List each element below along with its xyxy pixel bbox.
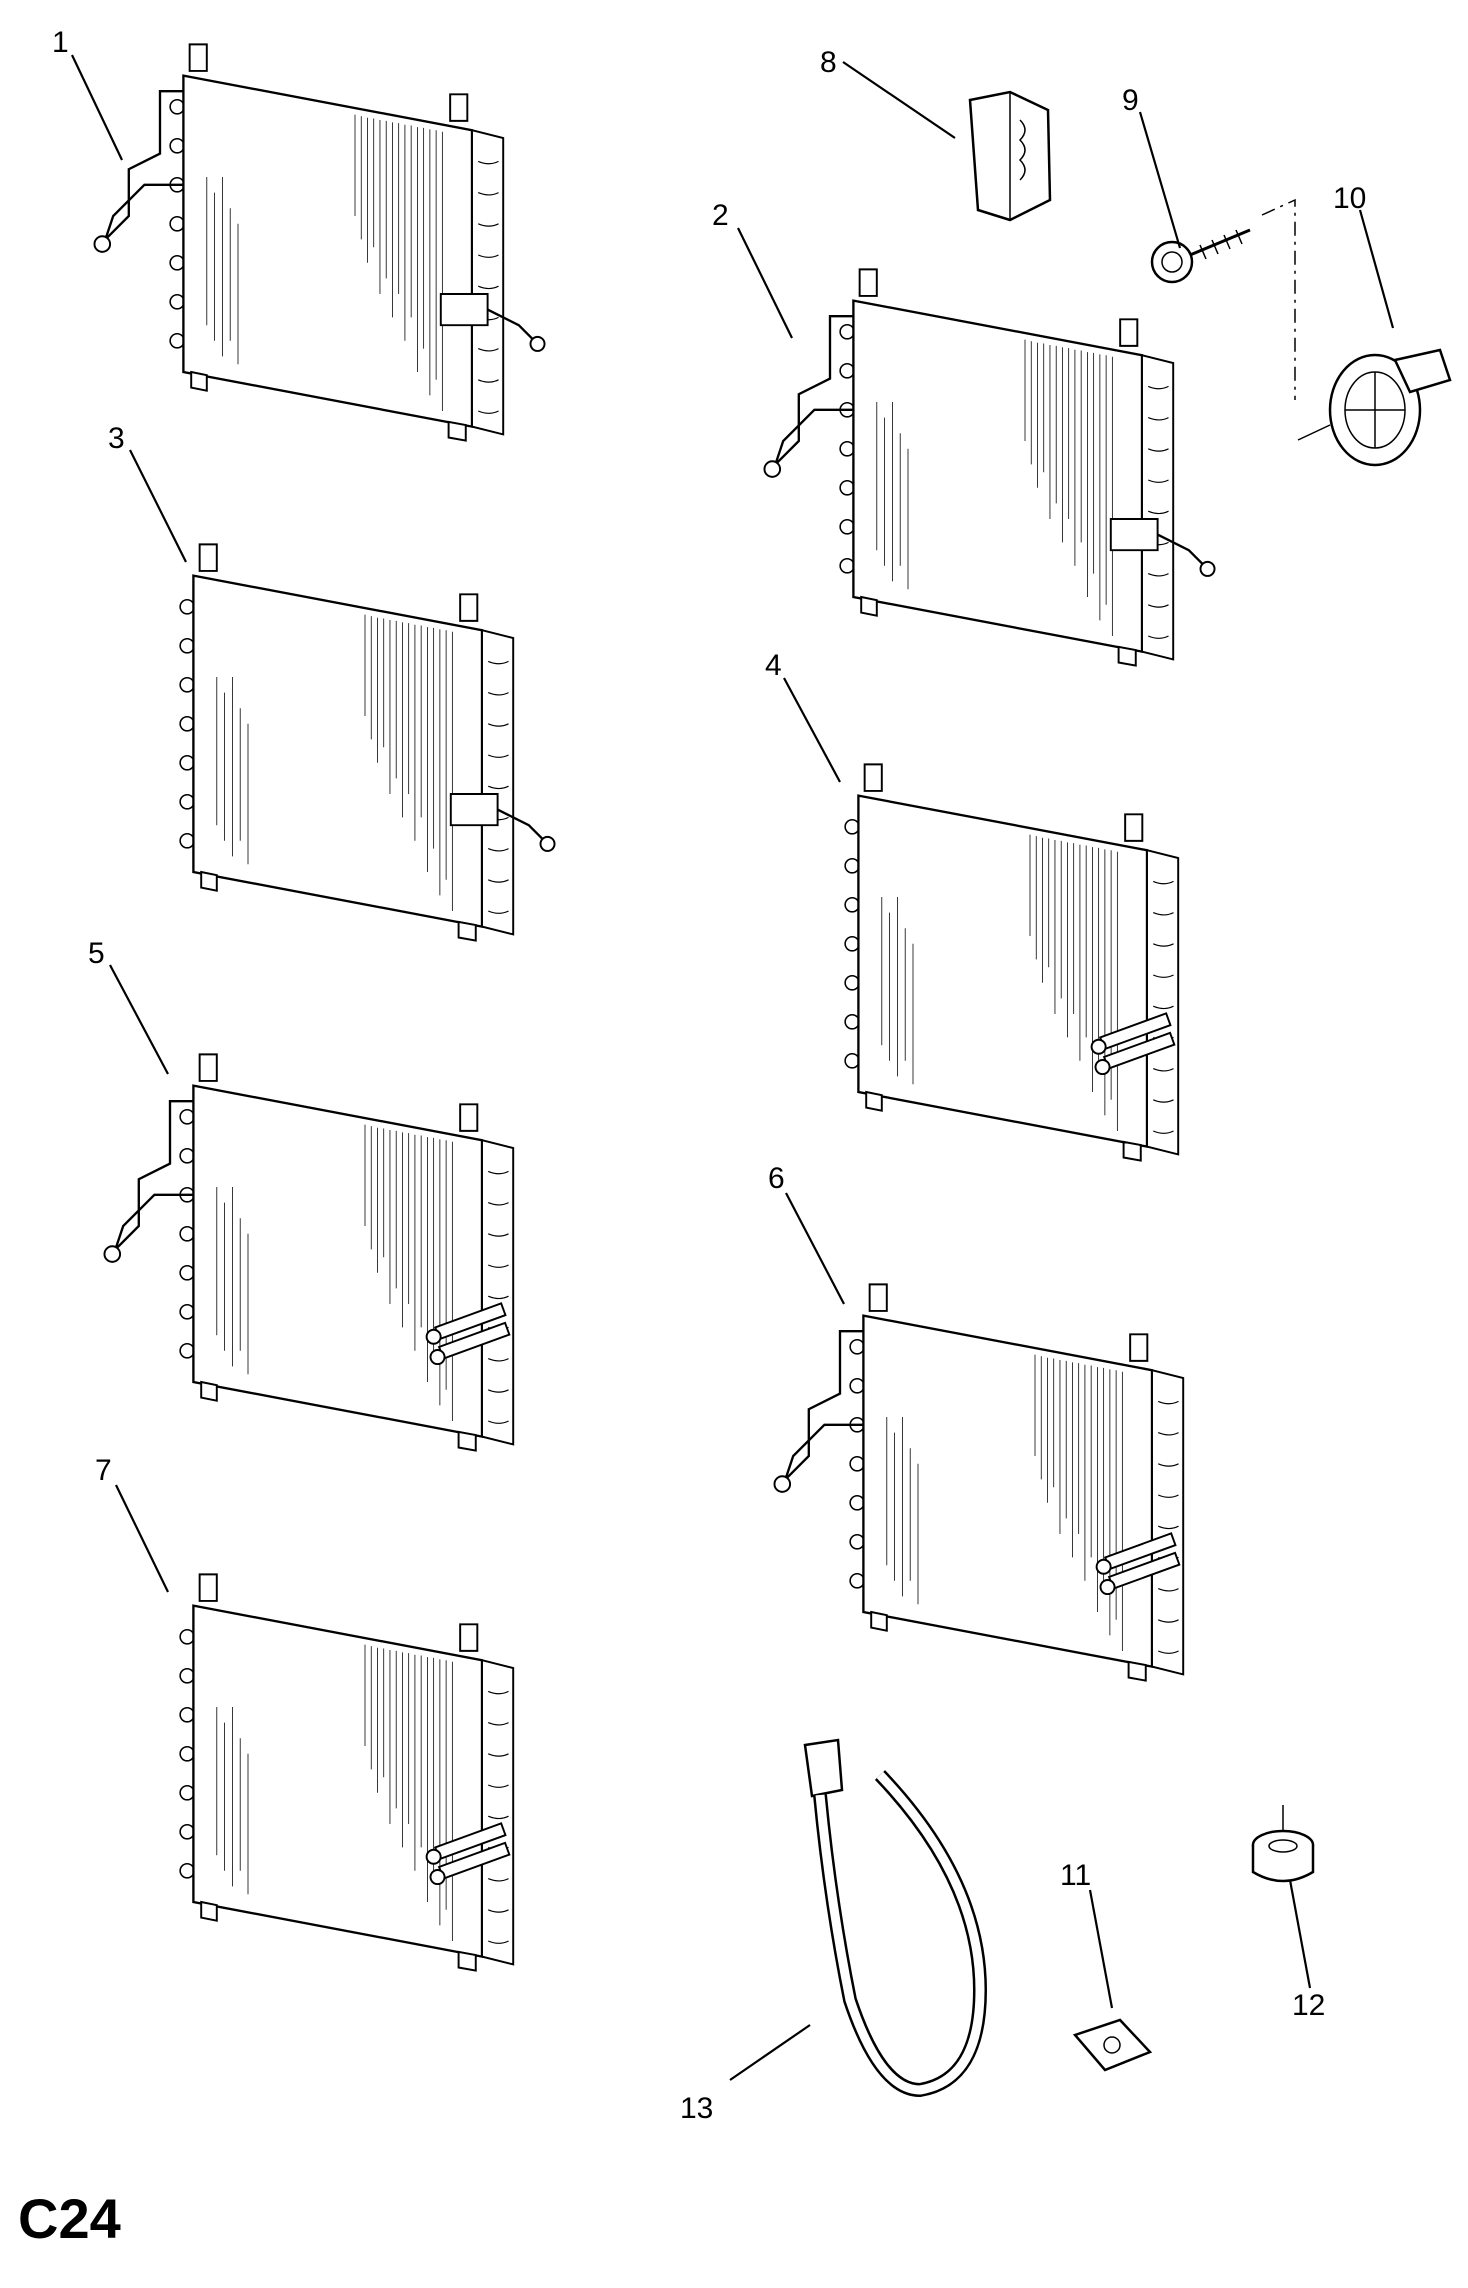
- condenser-part-1: [93, 43, 546, 442]
- callout-2: 2: [712, 199, 729, 232]
- callout-3: 3: [108, 422, 125, 455]
- condenser-part-4: [843, 763, 1180, 1162]
- leader-lines: [71, 54, 1395, 2081]
- condenser-part-3: [178, 543, 556, 942]
- callout-11: 11: [1060, 1859, 1091, 1892]
- callout-6: 6: [768, 1162, 785, 1195]
- callout-8: 8: [820, 46, 837, 79]
- cable-tie-icon: [803, 1738, 988, 2098]
- callout-12: 12: [1292, 1989, 1325, 2022]
- callout-9: 9: [1122, 84, 1139, 117]
- condenser-part-5: [103, 1053, 515, 1452]
- speed-nut-icon: [1072, 2018, 1153, 2072]
- grommet-icon: [1251, 1805, 1315, 1883]
- fan-icon: [1297, 348, 1452, 467]
- condenser-part-7: [178, 1573, 515, 1972]
- callout-1: 1: [52, 26, 69, 59]
- callout-4: 4: [765, 649, 782, 682]
- callout-10: 10: [1333, 182, 1366, 215]
- callout-5: 5: [88, 937, 105, 970]
- condenser-part-6: [773, 1283, 1185, 1682]
- callout-13: 13: [680, 2092, 713, 2125]
- callout-7: 7: [95, 1454, 112, 1487]
- screw-icon: [1150, 228, 1251, 284]
- condenser-part-2: [763, 268, 1216, 667]
- clip-icon: [968, 90, 1052, 222]
- page-code: C24: [18, 2187, 121, 2250]
